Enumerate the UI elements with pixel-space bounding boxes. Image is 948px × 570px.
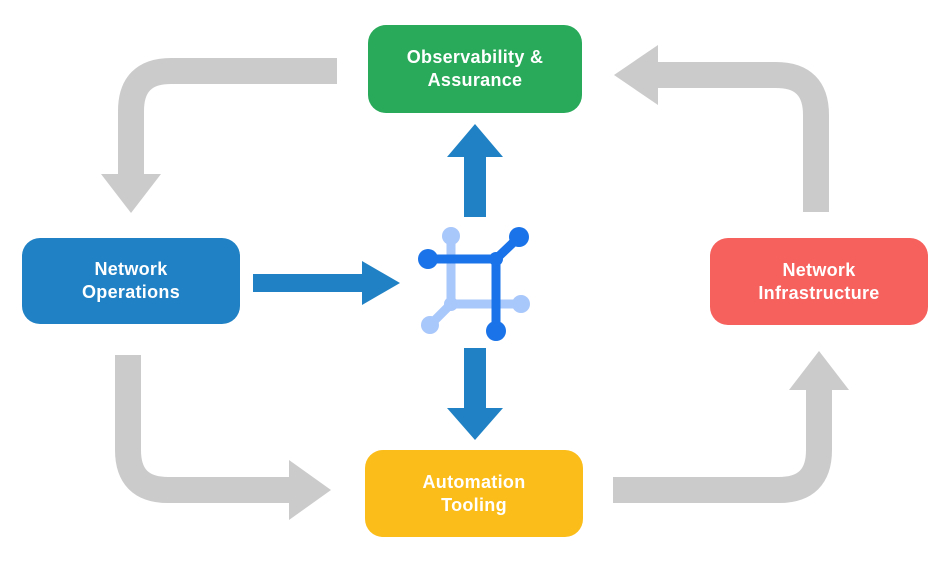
arrow-automation-to-infrastructure [613, 351, 849, 503]
icon-node-bottomleft-light [421, 316, 439, 334]
icon-node-bottom-dark [486, 321, 506, 341]
node-network-operations: Network Operations [22, 238, 240, 324]
icon-node-left-dark [418, 249, 438, 269]
arrow-shaft [118, 58, 337, 176]
icon-node-top-light [442, 227, 460, 245]
arrow-shaft [115, 355, 291, 503]
node-label-line: Operations [81, 282, 181, 302]
node-label-line: Assurance [427, 70, 523, 90]
arrow-observability-to-operations [101, 58, 337, 213]
arrow-head-left-icon [614, 45, 658, 105]
node-label-line: Tooling [441, 494, 507, 515]
node-observability-assurance: Observability & Assurance [368, 25, 582, 113]
arrow-center-to-automation-icon [447, 348, 503, 440]
arrow-head-down-icon [101, 174, 161, 213]
node-network-infrastructure: Network Infrastructure [710, 238, 928, 325]
icon-node-right-light [512, 295, 530, 313]
arrow-operations-to-automation [115, 355, 331, 520]
arrow-operations-to-center-icon [253, 261, 400, 305]
arrow-infrastructure-to-observability [614, 45, 829, 212]
network-nodes-icon [418, 227, 530, 341]
node-automation-tooling: Automation Tooling [365, 450, 583, 537]
node-label-line: Infrastructure [758, 282, 880, 303]
arrow-shaft [656, 62, 829, 212]
node-label-line: Automation [422, 471, 526, 492]
node-label-line: Network [782, 259, 856, 280]
arrow-center-to-observability-icon [447, 124, 503, 217]
node-label-line: Network [94, 259, 168, 279]
icon-junction-bottomleft-light [444, 297, 458, 311]
arrow-head-right-icon [289, 460, 331, 520]
icon-junction-topright-dark [489, 252, 503, 266]
arrow-head-up-icon [789, 351, 849, 390]
icon-node-topright-dark [509, 227, 529, 247]
arrow-shaft [613, 388, 832, 503]
node-label-line: Observability & [406, 47, 544, 67]
